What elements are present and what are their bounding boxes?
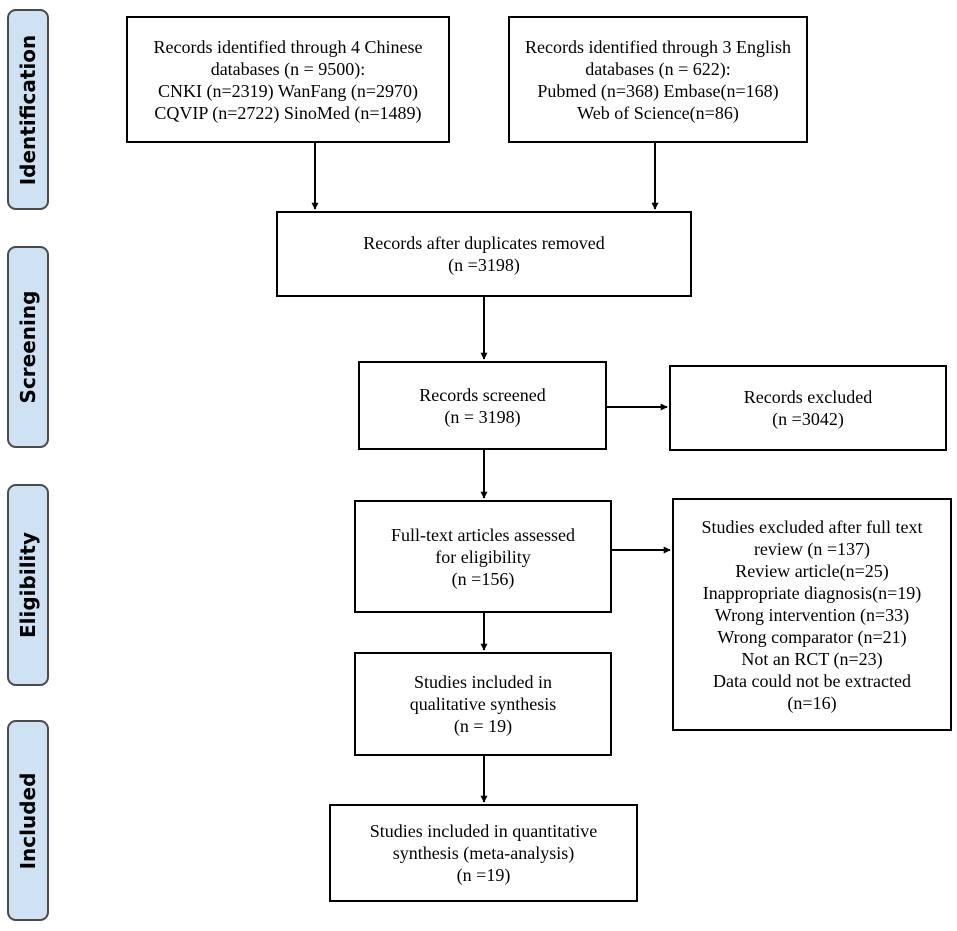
box-line: Records excluded: [743, 387, 873, 407]
box-line: CNKI (n=2319) WanFang (n=2970): [158, 81, 418, 101]
fulltext-assessed-box: Full-text articles assessed for eligibil…: [354, 500, 612, 613]
quantitative-synthesis-box: Studies included in quantitative synthes…: [329, 804, 638, 902]
english-records-box: Records identified through 3 English dat…: [508, 16, 808, 143]
fulltext-excluded-box: Studies excluded after full text review …: [672, 498, 952, 731]
box-line: Data could not be extracted: [713, 670, 911, 691]
box-line: databases (n = 622):: [585, 59, 731, 79]
box-line: Review article(n=25): [735, 560, 889, 581]
box-line: Records identified through 4 Chinese: [153, 37, 423, 57]
box-line: (n =156): [451, 568, 515, 589]
phase-included: Included: [7, 720, 49, 921]
box-line: Records screened: [419, 384, 546, 405]
box-line: (n=16): [787, 692, 837, 713]
box-line: review (n =137): [753, 538, 871, 559]
box-line: (n = 3198): [444, 406, 521, 427]
box-line: Inappropriate diagnosis(n=19): [702, 582, 922, 603]
box-line: databases (n = 9500):: [210, 59, 366, 79]
box-line: (n = 19): [453, 716, 513, 736]
after-duplicates-box: Records after duplicates removed (n =319…: [276, 211, 692, 297]
box-line: Studies excluded after full text: [701, 516, 923, 537]
box-line: Records after duplicates removed: [363, 233, 605, 253]
records-excluded-box: Records excluded (n =3042): [669, 365, 947, 451]
box-line: Not an RCT (n=23): [741, 648, 883, 669]
box-line: synthesis (meta-analysis): [392, 843, 575, 863]
chinese-records-box: Records identified through 4 Chinese dat…: [126, 16, 450, 143]
box-line: (n =19): [456, 865, 511, 885]
records-screened-box: Records screened (n = 3198): [358, 361, 607, 450]
box-line: (n =3198): [448, 255, 520, 275]
box-line: Pubmed (n=368) Embase(n=168): [537, 81, 779, 101]
box-line: (n =3042): [772, 409, 844, 429]
box-line: Studies included in quantitative: [369, 821, 598, 841]
box-line: Records identified through 3 English: [525, 37, 791, 57]
box-line: Full-text articles assessed: [391, 524, 575, 545]
phase-screening: Screening: [7, 246, 49, 448]
box-line: Wrong intervention (n=33): [714, 604, 910, 625]
box-line: Wrong comparator (n=21): [717, 626, 907, 647]
phase-eligibility: Eligibility: [7, 484, 49, 686]
box-line: Web of Science(n=86): [577, 103, 739, 123]
box-line: for eligibility: [435, 546, 531, 567]
box-line: CQVIP (n=2722) SinoMed (n=1489): [154, 103, 422, 123]
box-line: Studies included in: [414, 672, 552, 692]
qualitative-synthesis-box: Studies included in qualitative synthesi…: [354, 652, 612, 756]
box-line: qualitative synthesis: [409, 694, 557, 714]
phase-identification: Identification: [7, 9, 49, 210]
